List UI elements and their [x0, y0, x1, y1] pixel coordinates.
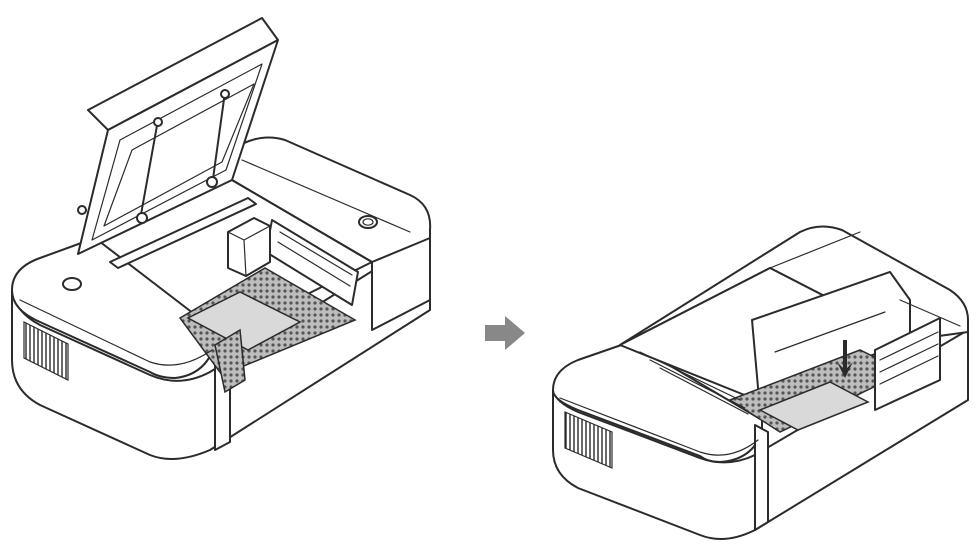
- side-vent-left: [23, 321, 69, 381]
- right-arrow-icon: [485, 316, 525, 350]
- gantry-rail-left: [109, 197, 257, 269]
- power-button-icon: [62, 277, 82, 291]
- machine-lid-open: [11, 17, 432, 460]
- material-sheet-right: [758, 381, 870, 431]
- process-arrow: [485, 316, 525, 350]
- machine-base-right: [552, 329, 969, 540]
- right-side-left: [371, 237, 431, 331]
- laser-head: [227, 217, 271, 277]
- down-arrow-icon: [837, 340, 853, 378]
- start-button-icon: [358, 215, 378, 229]
- front-pillar-right: [754, 424, 769, 531]
- right-control-panel: [552, 341, 763, 463]
- side-vent-right: [564, 411, 613, 469]
- machine-lid-closed: [552, 225, 969, 540]
- left-control-panel: [11, 237, 216, 379]
